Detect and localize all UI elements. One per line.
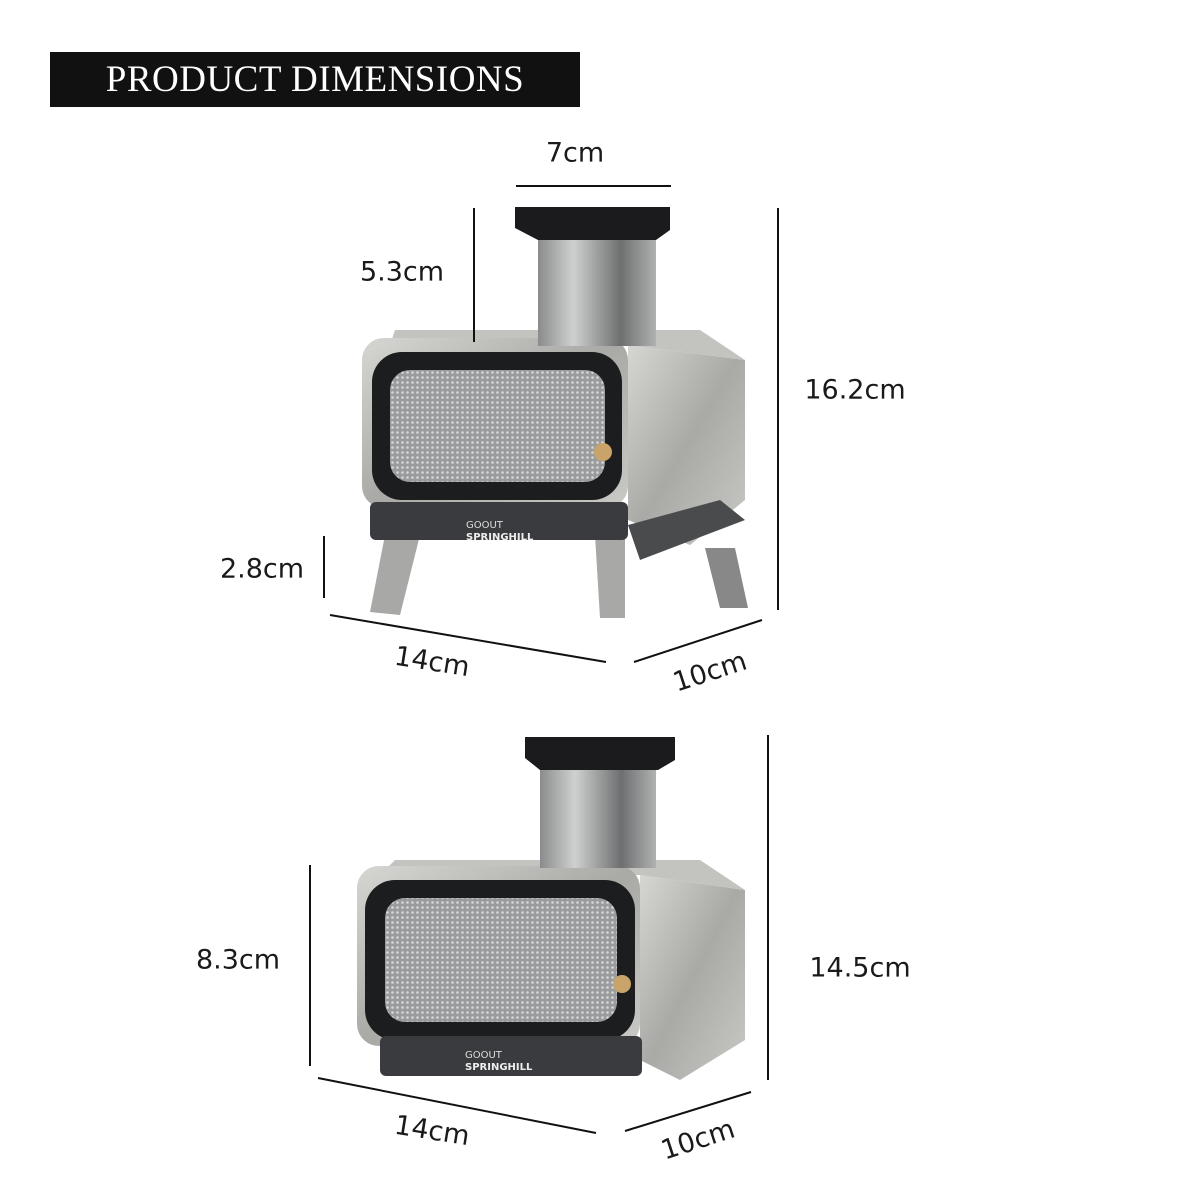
- dim-line-depth-top: [633, 619, 763, 663]
- leg-left: [370, 535, 420, 615]
- label-chimney-width: 7cm: [545, 137, 605, 169]
- leg-right: [595, 535, 625, 618]
- side-vent: [628, 500, 745, 560]
- label-leg-height: 2.8cm: [219, 553, 305, 585]
- base-bar: [380, 1036, 642, 1076]
- brand-logo: GOOUT: [466, 520, 504, 531]
- stove-side: [640, 875, 745, 1080]
- dim-line-length-bottom: [317, 1077, 597, 1134]
- brand-logo: GOOUT: [465, 1050, 503, 1061]
- label-chimney-height: 5.3cm: [359, 256, 445, 288]
- stove-side: [628, 345, 745, 545]
- pot-support: [515, 207, 670, 240]
- brand-logo-2: SPRINGHILL: [466, 532, 534, 543]
- knob: [613, 975, 631, 993]
- base-bar: [370, 502, 628, 540]
- pot-support: [525, 737, 675, 770]
- chimney: [540, 758, 656, 868]
- leg-back: [705, 548, 748, 608]
- dim-line-depth-bottom: [624, 1091, 752, 1132]
- stove-with-legs: [362, 207, 748, 618]
- dimension-lines: [309, 185, 779, 1134]
- label-total-height-top: 16.2cm: [804, 374, 906, 406]
- knob: [594, 443, 612, 461]
- page-title: PRODUCT DIMENSIONS: [50, 52, 580, 107]
- window-mesh: [390, 370, 605, 482]
- label-total-height-bottom: 14.5cm: [809, 952, 911, 984]
- label-body-height: 8.3cm: [195, 944, 281, 976]
- stove-without-legs: [357, 737, 745, 1080]
- dim-line-length-top: [329, 614, 607, 663]
- brand-logo-2: SPRINGHILL: [465, 1062, 533, 1073]
- chimney: [538, 228, 656, 346]
- window-mesh: [385, 898, 617, 1022]
